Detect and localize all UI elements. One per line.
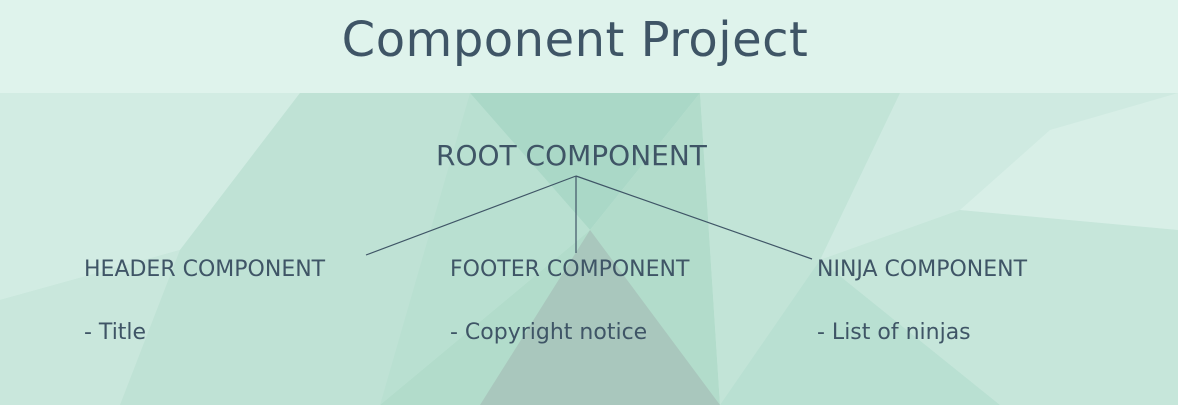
header-component-note: - Title <box>84 320 147 345</box>
root-component-node: ROOT COMPONENT <box>436 139 707 172</box>
component-tree-diagram: ROOT COMPONENT HEADER COMPONENT FOOTER C… <box>0 93 1178 405</box>
title-bar: Component Project <box>0 0 1178 93</box>
header-component-node: HEADER COMPONENT <box>84 257 326 282</box>
ninja-component-note: - List of ninjas <box>817 320 971 345</box>
footer-component-note: - Copyright notice <box>450 320 648 345</box>
ninja-component-node: NINJA COMPONENT <box>817 257 1028 282</box>
footer-component-node: FOOTER COMPONENT <box>450 257 690 282</box>
connector-root-to-header <box>365 175 577 256</box>
connector-root-to-ninja <box>575 175 813 260</box>
tree-connectors <box>365 175 813 260</box>
page-title: Component Project <box>341 12 809 68</box>
